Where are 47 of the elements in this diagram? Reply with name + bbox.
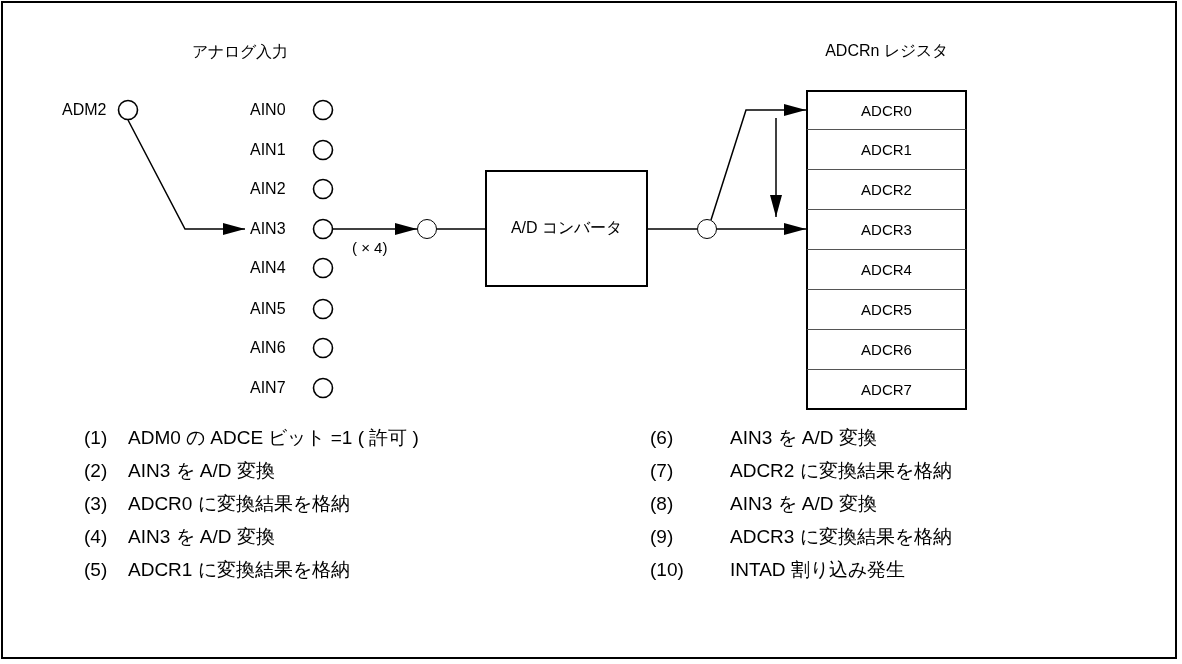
step-number: (7) <box>650 460 674 482</box>
pin-label: AIN0 <box>250 102 286 118</box>
step-number: (8) <box>650 493 674 515</box>
step-text: INTAD 割り込み発生 <box>730 559 905 581</box>
step-text: ADCR0 に変換結果を格納 <box>128 493 350 515</box>
junction-circle <box>697 219 717 239</box>
converter-box: A/D コンバータ <box>485 170 648 287</box>
step-text: ADCR1 に変換結果を格納 <box>128 559 350 581</box>
step-number: (6) <box>650 427 674 449</box>
arrow <box>710 104 807 221</box>
pin-label: AIN6 <box>250 340 286 356</box>
arrow <box>127 119 246 235</box>
step-text: AIN3 を A/D 変換 <box>128 526 275 548</box>
step-text: AIN3 を A/D 変換 <box>128 460 275 482</box>
step-text: ADCR2 に変換結果を格納 <box>730 460 952 482</box>
register-cell: ADCR1 <box>806 130 967 170</box>
pin-label: AIN5 <box>250 301 286 317</box>
register-cell: ADCR2 <box>806 170 967 210</box>
step-number: (10) <box>650 559 684 581</box>
step-number: (2) <box>84 460 108 482</box>
register-cell: ADCR6 <box>806 330 967 370</box>
register-cell: ADCR3 <box>806 210 967 250</box>
step-number: (4) <box>84 526 108 548</box>
pin-label: AIN7 <box>250 380 286 396</box>
register-cell: ADCR7 <box>806 370 967 410</box>
step-text: AIN3 を A/D 変換 <box>730 493 877 515</box>
junction-circle <box>417 219 437 239</box>
arrow <box>332 223 418 235</box>
pin-label: AIN4 <box>250 260 286 276</box>
step-number: (9) <box>650 526 674 548</box>
step-text: AIN3 を A/D 変換 <box>730 427 877 449</box>
pin-label: AIN1 <box>250 142 286 158</box>
step-number: (3) <box>84 493 108 515</box>
step-number: (5) <box>84 559 108 581</box>
register-cell: ADCR5 <box>806 290 967 330</box>
pin-label: AIN3 <box>250 221 286 237</box>
pin-label: ADM2 <box>62 102 107 118</box>
step-number: (1) <box>84 427 108 449</box>
register-cell: ADCR0 <box>806 90 967 130</box>
edge-label: ( × 4) <box>352 240 388 256</box>
register-cell: ADCR4 <box>806 250 967 290</box>
pin-label: AIN2 <box>250 181 286 197</box>
step-text: ADCR3 に変換結果を格納 <box>730 526 952 548</box>
arrow <box>716 223 807 235</box>
step-text: ADM0 の ADCE ビット =1 ( 許可 ) <box>128 427 419 449</box>
register-heading: ADCRn レジスタ <box>824 42 949 60</box>
column-heading: アナログ入力 <box>191 43 289 61</box>
